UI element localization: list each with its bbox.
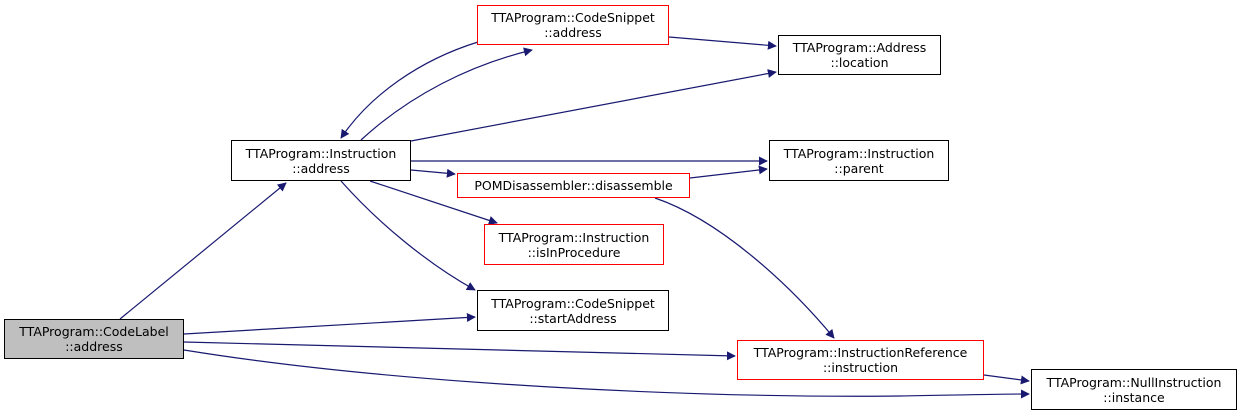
node-label-line2: ::address (292, 160, 350, 176)
node-label-line1: TTAProgram::CodeLabel (19, 324, 169, 339)
edge-pom-to-iref (654, 197, 835, 339)
node-label-line1: TTAProgram::Instruction (245, 145, 397, 161)
edge-csaddr-to-loc (668, 36, 777, 50)
node-label-line1: TTAProgram::Instruction (498, 229, 650, 245)
node-label-line2: ::startAddress (529, 310, 617, 326)
edge-root-to-start (183, 312, 476, 335)
node-address-location[interactable]: TTAProgram::Address ::location (778, 35, 941, 75)
node-codelabel-address[interactable]: TTAProgram::CodeLabel ::address (4, 319, 184, 359)
node-codesnippet-address[interactable]: TTAProgram::CodeSnippet ::address (477, 5, 669, 45)
node-label-line2: ::instruction (822, 360, 899, 375)
node-instruction-parent[interactable]: TTAProgram::Instruction ::parent (769, 140, 949, 181)
node-label-line2: ::parent (834, 160, 884, 176)
node-instruction-address[interactable]: TTAProgram::Instruction ::address (231, 140, 411, 181)
edge-pom-to-parent (689, 165, 768, 179)
edge-iref-to-null (983, 374, 1030, 385)
edge-csaddr-to-iaddr (340, 41, 479, 139)
node-label-line1: TTAProgram::CodeSnippet (491, 295, 655, 311)
edge-iaddr-to-csaddr (360, 47, 533, 141)
node-nullinstruction-instance[interactable]: TTAProgram::NullInstruction ::instance (1031, 369, 1237, 410)
node-pomdisassembler-disassemble[interactable]: POMDisassembler::disassemble (457, 173, 690, 198)
edge-iaddr-to-pom (410, 168, 456, 178)
node-label-line1: TTAProgram::CodeSnippet (491, 10, 655, 25)
edge-root-to-null (183, 349, 1030, 399)
node-label-line1: TTAProgram::NullInstruction (1046, 374, 1222, 390)
edge-iaddr-to-isin (369, 180, 498, 225)
edge-iaddr-to-loc (410, 69, 777, 142)
node-label-line1: POMDisassembler::disassemble (474, 178, 673, 193)
node-label-line2: ::address (65, 339, 123, 354)
node-instructionreference-instruction[interactable]: TTAProgram::InstructionReference ::instr… (737, 340, 984, 380)
edge-root-to-iaddr (119, 182, 287, 320)
node-label-line1: TTAProgram::Instruction (783, 145, 935, 161)
edge-iaddr-to-start (340, 180, 476, 291)
node-instruction-isinprocedure[interactable]: TTAProgram::Instruction ::isInProcedure (484, 224, 664, 265)
node-label-line1: TTAProgram::InstructionReference (753, 345, 968, 360)
node-label-line2: ::address (544, 25, 602, 40)
node-label-line1: TTAProgram::Address (792, 40, 927, 55)
node-codesnippet-startaddress[interactable]: TTAProgram::CodeSnippet ::startAddress (477, 290, 669, 331)
node-label-line2: ::location (830, 55, 889, 70)
node-label-line2: ::isInProcedure (527, 244, 621, 260)
edge-root-to-iref (183, 341, 736, 361)
node-label-line2: ::instance (1103, 389, 1165, 405)
